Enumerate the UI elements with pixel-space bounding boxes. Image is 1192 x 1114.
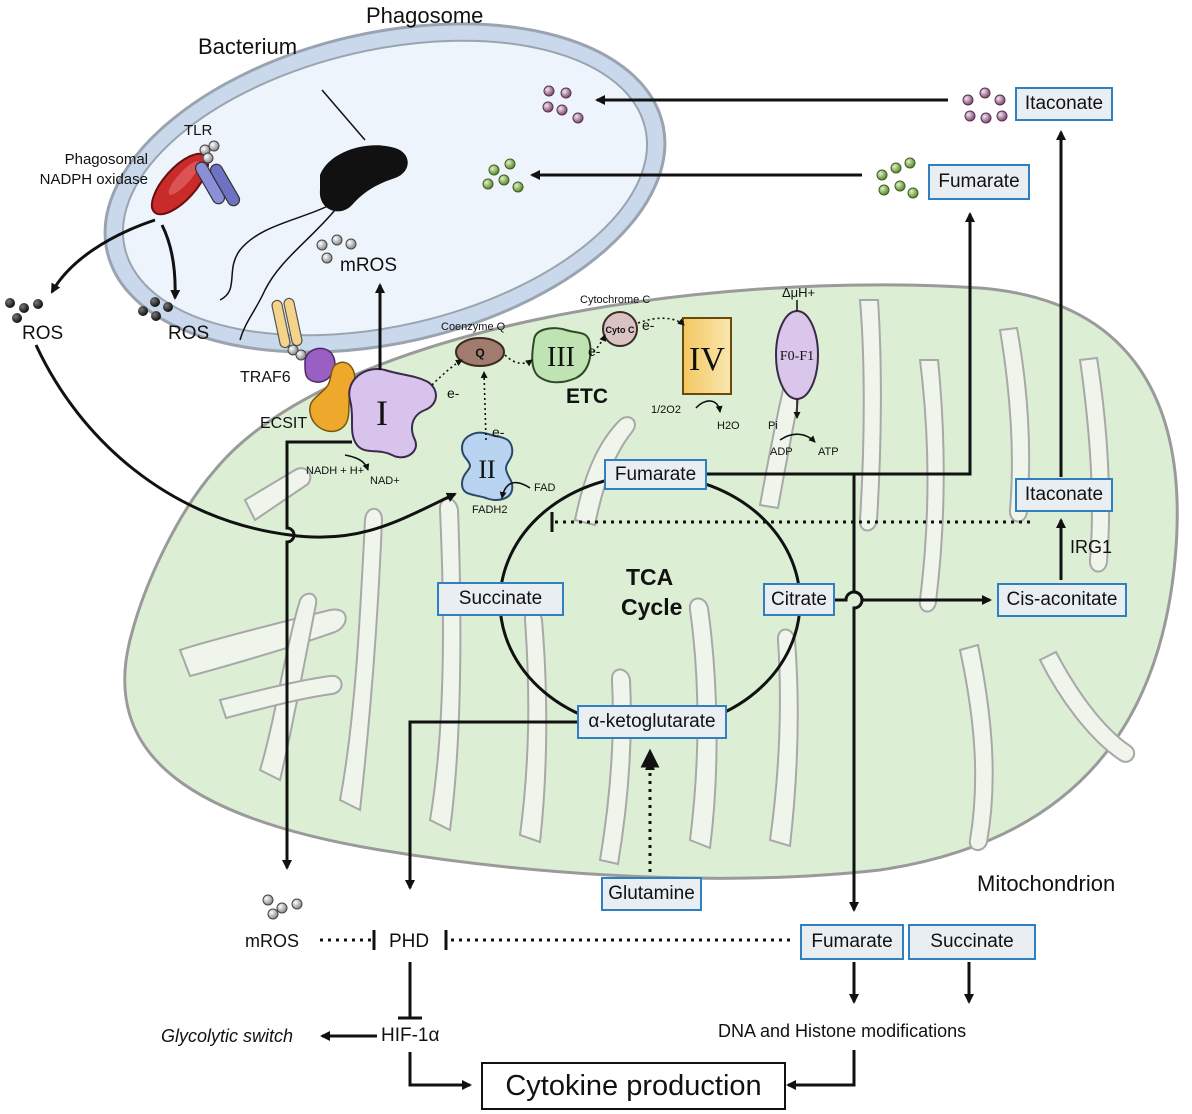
- tlr-label: TLR: [184, 122, 213, 139]
- itaconate-mito-box: Itaconate: [1015, 478, 1113, 512]
- atp-label: ATP: [818, 446, 839, 458]
- phagosome-shape: [103, 22, 667, 354]
- ros-dots-phagosome: [138, 297, 173, 321]
- tlr-shape: [194, 140, 241, 207]
- fumarate-bottom-box: Fumarate: [800, 924, 904, 960]
- itaconate-dots-outside: [962, 87, 1008, 124]
- ros-phagosome-label: ROS: [168, 323, 210, 344]
- coenzyme-q-letter: Q: [475, 346, 484, 360]
- hif-label: HIF-1α: [381, 1025, 440, 1046]
- fumarate-dots-phagosome: [482, 158, 524, 193]
- oxygen-label: 1/2O2: [651, 404, 681, 416]
- cytokine-production-box: Cytokine production: [481, 1062, 786, 1110]
- cofactor-arrows: [344, 400, 816, 499]
- fumarate-dots-outside: [876, 157, 919, 199]
- fadh2-label: FADH2: [472, 504, 508, 516]
- tca-label-line2: Cycle: [621, 594, 683, 620]
- citrate-box: Citrate: [763, 583, 835, 616]
- cyto-c-shape: [602, 311, 638, 347]
- mros-bottom-label: mROS: [245, 931, 299, 951]
- complex-iv-shape: [682, 317, 732, 395]
- water-label: H2O: [717, 420, 740, 432]
- bacterium-shape: [219, 89, 408, 341]
- pi-label: Pi: [768, 420, 778, 432]
- itaconate-top-box: Itaconate: [1015, 87, 1113, 121]
- complex-iii-shape: [531, 327, 592, 384]
- nad-label: NAD+: [370, 475, 400, 487]
- electron-label-4: e-: [642, 317, 655, 333]
- irg1-label: IRG1: [1070, 537, 1113, 557]
- ecsit-label: ECSIT: [260, 415, 308, 432]
- electron-label-1: e-: [447, 385, 460, 401]
- fumarate-top-box: Fumarate: [928, 164, 1030, 200]
- cytochrome-c-label: Cytochrome C: [580, 294, 651, 306]
- ros-outside-label: ROS: [22, 323, 64, 344]
- mros-dots-phagosome: [316, 234, 357, 264]
- itaconate-dots-phagosome: [542, 85, 584, 124]
- complex-iii-label: III: [547, 342, 575, 373]
- mros-phagosome-label: mROS: [340, 255, 397, 276]
- ros-dots-outside: [5, 298, 43, 323]
- succinate-bottom-box: Succinate: [908, 924, 1036, 960]
- nadh-label: NADH + H+: [306, 465, 365, 477]
- bacterium-label: Bacterium: [198, 34, 298, 59]
- nadph-oxidase-label-2: NADPH oxidase: [39, 171, 148, 188]
- glycolytic-switch-label: Glycolytic switch: [161, 1026, 294, 1046]
- nadph-oxidase-label-1: Phagosomal: [64, 151, 148, 168]
- electron-label-2: e-: [492, 424, 505, 440]
- etc-label: ETC: [566, 385, 608, 408]
- succinate-tca-box: Succinate: [437, 582, 564, 616]
- inhibition-bars: [372, 512, 660, 950]
- fad-label: FAD: [534, 482, 556, 494]
- glutamine-box: Glutamine: [601, 877, 702, 911]
- phagosome-title: Phagosome: [366, 3, 484, 28]
- arrows: [34, 95, 1066, 1090]
- complex-iv-label: IV: [689, 341, 725, 378]
- complex-i-shape: [348, 368, 437, 459]
- traf6-label: TRAF6: [240, 369, 291, 386]
- mitochondrion-label: Mitochondrion: [977, 871, 1116, 896]
- proton-gradient-label: ΔμH+: [782, 285, 816, 300]
- mros-dots-bottom: [262, 894, 303, 920]
- coenzyme-q-label: Coenzyme Q: [441, 321, 506, 333]
- cis-aconitate-box: Cis-aconitate: [997, 583, 1127, 617]
- coenzyme-q-shape: [455, 337, 505, 367]
- tca-label-line1: TCA: [626, 564, 674, 590]
- complex-ii-label: II: [478, 455, 495, 484]
- cyto-c-letter: Cyto C: [606, 325, 636, 335]
- alpha-ketoglutarate-box: α-ketoglutarate: [577, 705, 727, 739]
- f0f1-label: F0-F1: [780, 349, 814, 364]
- dna-histone-label: DNA and Histone modifications: [718, 1021, 967, 1041]
- adp-label: ADP: [770, 446, 793, 458]
- tlr-lower-shape: [271, 297, 307, 361]
- complex-ii-shape: [460, 431, 514, 501]
- dotted-arrows: [320, 520, 1030, 942]
- complex-i-label: I: [376, 393, 388, 433]
- phd-label: PHD: [389, 931, 430, 952]
- fumarate-tca-box: Fumarate: [604, 459, 707, 490]
- electron-arrows: [431, 317, 685, 441]
- electron-label-3: e-: [588, 343, 601, 359]
